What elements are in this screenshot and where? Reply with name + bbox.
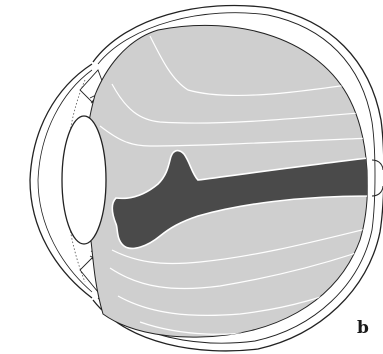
- panel-label: b: [357, 318, 369, 338]
- optic-nerve: [372, 160, 383, 196]
- lens: [62, 116, 106, 244]
